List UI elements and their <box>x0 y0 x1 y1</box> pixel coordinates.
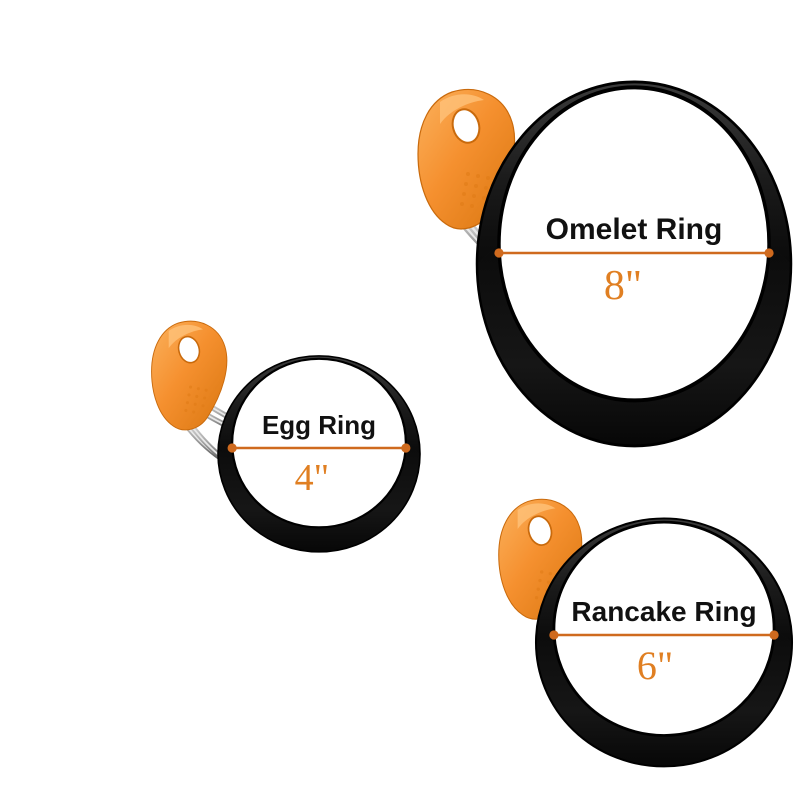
rancake-ring-dimension-dot-end <box>769 630 779 640</box>
rancake-ring-dimension-dot-start <box>549 630 559 640</box>
egg-ring: Egg Ring 4" <box>152 321 422 553</box>
egg-ring-measurement: 4" <box>295 457 330 499</box>
omelet-ring-measurement: 8" <box>604 263 642 309</box>
rancake-ring-measurement: 6" <box>637 643 673 688</box>
omelet-ring-dimension-dot-end <box>764 248 774 258</box>
egg-ring-dimension-dot-end <box>401 443 411 453</box>
rancake-ring-label: Rancake Ring <box>571 596 756 627</box>
omelet-ring: Omelet Ring 8" <box>418 82 791 446</box>
egg-ring-dimension-dot-start <box>227 443 237 453</box>
rancake-ring: Rancake Ring 6" <box>499 499 794 768</box>
egg-ring-label: Egg Ring <box>262 410 376 440</box>
egg-ring-body <box>216 354 422 553</box>
omelet-ring-label: Omelet Ring <box>546 213 723 246</box>
rings-layer: Omelet Ring 8" Egg Ring 4" Rancake Ring 6" <box>152 82 794 768</box>
omelet-ring-dimension-dot-start <box>494 248 504 258</box>
